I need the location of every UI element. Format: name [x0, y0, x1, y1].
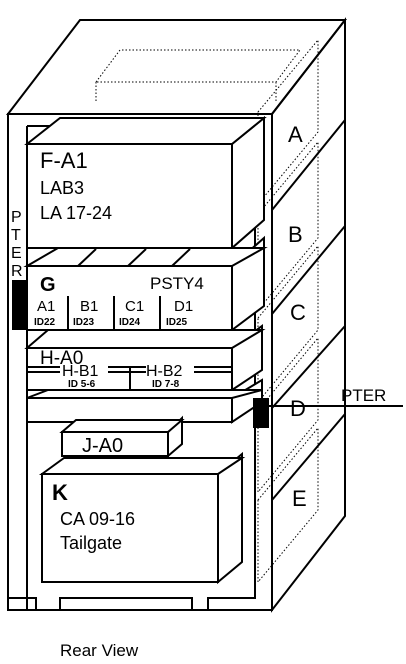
fa1-line1: LAB3: [40, 178, 84, 198]
module-k: K CA 09-16 Tailgate: [42, 454, 242, 582]
slot-label-e: E: [292, 486, 307, 511]
caption: Rear View: [60, 641, 139, 660]
fa1-title: F-A1: [40, 148, 88, 173]
k-line1: CA 09-16: [60, 509, 135, 529]
g-col-4-top: D1: [174, 298, 193, 315]
h-b1: H-B1: [62, 363, 99, 380]
h-b2-id: ID 7-8: [152, 379, 180, 390]
module-h: H-A0 H-B1 H-B2 ID 5-6 ID 7-8: [27, 326, 262, 390]
pter-marker-right: [253, 398, 269, 428]
fa1-line2: LA 17-24: [40, 203, 112, 223]
slot-label-a: A: [288, 122, 303, 147]
pter-letter-p: P: [11, 209, 22, 226]
slot-label-c: C: [290, 300, 306, 325]
g-col-1-bottom: ID22: [34, 317, 56, 328]
g-col-1-top: A1: [37, 298, 55, 315]
h-b1-id: ID 5-6: [68, 379, 96, 390]
pter-letter-e: E: [11, 245, 22, 262]
pter-letter-r: R: [11, 263, 23, 280]
module-g: G PSTY4 A1 B1 C1 D1 ID22 ID23 ID24 ID25: [27, 238, 264, 330]
module-f-a1: F-A1 LAB3 LA 17-24: [27, 118, 264, 248]
h-b2: H-B2: [146, 363, 183, 380]
pter-letter-t: T: [11, 227, 21, 244]
g-psty: PSTY4: [150, 274, 204, 293]
slot-label-d: D: [290, 396, 306, 421]
g-title: G: [40, 274, 56, 296]
pter-right: PTER: [253, 386, 403, 428]
g-col-4-bottom: ID25: [166, 317, 188, 328]
k-title: K: [52, 480, 68, 505]
g-col-2-bottom: ID23: [73, 317, 95, 328]
pter-right-label: PTER: [341, 386, 386, 405]
g-col-3-bottom: ID24: [119, 317, 141, 328]
g-col-2-top: B1: [80, 298, 98, 315]
pter-left: P T E R: [11, 209, 28, 330]
g-col-3-top: C1: [125, 298, 144, 315]
slot-label-b: B: [288, 222, 303, 247]
pter-marker-left: [12, 280, 28, 330]
k-line2: Tailgate: [60, 533, 122, 553]
module-j-a0: J-A0: [62, 418, 182, 457]
j-title: J-A0: [82, 435, 123, 457]
